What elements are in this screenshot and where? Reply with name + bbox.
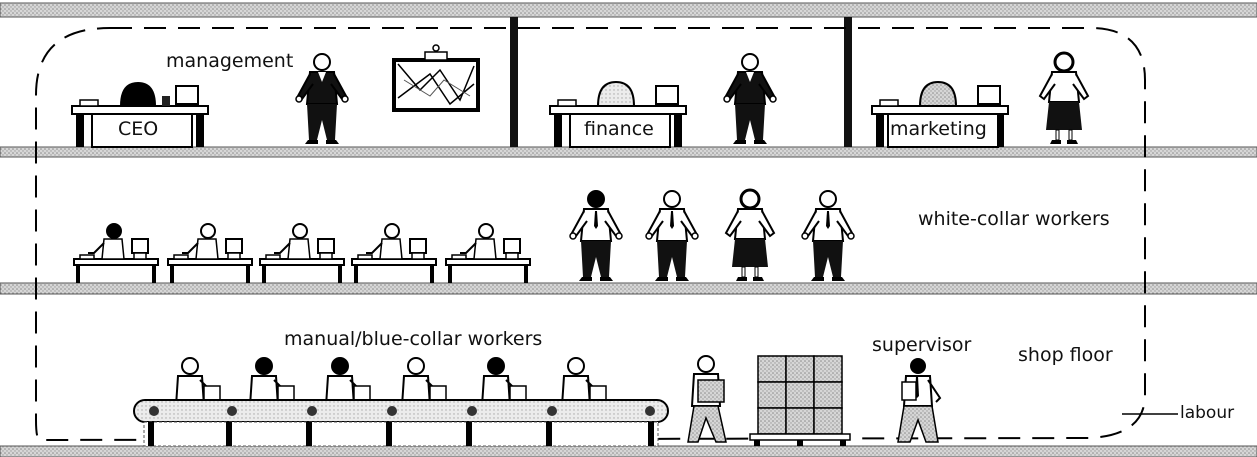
- supervisor-figure: [897, 358, 942, 443]
- line-worker-4: [401, 357, 447, 407]
- desk-worker-4: [351, 223, 437, 284]
- marketing-label: marketing: [890, 118, 987, 140]
- desk-worker-5: [445, 223, 531, 284]
- ground-slab: [0, 445, 1257, 457]
- desk-worker-1-head: [107, 224, 121, 238]
- wall-painting: [392, 44, 480, 112]
- finance-figure: [723, 53, 777, 145]
- white-collar-figure-1-head: [588, 191, 604, 207]
- marketing-figure: [1038, 51, 1090, 146]
- conveyor-belt: [133, 399, 669, 447]
- finance-desk: [549, 80, 687, 148]
- white-collar-figure-3: [724, 188, 776, 283]
- line-worker-2-head: [256, 358, 272, 374]
- ceo-label: CEO: [118, 118, 159, 140]
- line-worker-5-head: [488, 358, 504, 374]
- line-worker-3-head: [332, 358, 348, 374]
- line-worker-6: [561, 357, 607, 407]
- labour-boundary: [35, 27, 1146, 442]
- white-collar-figure-2: [645, 190, 699, 282]
- shop-floor-label: shop floor: [1018, 344, 1113, 366]
- office-divider-2: [844, 17, 852, 147]
- office-divider-1: [510, 17, 518, 147]
- line-worker-1: [175, 357, 221, 407]
- marketing-desk: [871, 80, 1009, 148]
- roof-slab: [0, 2, 1257, 18]
- desk-worker-3: [259, 223, 345, 284]
- desk-worker-2: [167, 223, 253, 284]
- floor-slab-top: [0, 146, 1257, 158]
- supervisor-label: supervisor: [872, 334, 972, 356]
- finance-label: finance: [584, 118, 654, 140]
- crate-stack: [749, 355, 851, 446]
- labour-label: labour: [1180, 403, 1235, 423]
- floor-slab-middle: [0, 282, 1257, 295]
- white-collar-figure-4: [801, 190, 855, 282]
- ceo-desk: [71, 82, 209, 148]
- white-collar-label: white-collar workers: [918, 208, 1110, 230]
- ceo-figure: [295, 53, 349, 145]
- carrying-worker: [687, 355, 727, 443]
- blue-collar-label: manual/blue-collar workers: [284, 328, 543, 350]
- management-label: management: [166, 50, 294, 72]
